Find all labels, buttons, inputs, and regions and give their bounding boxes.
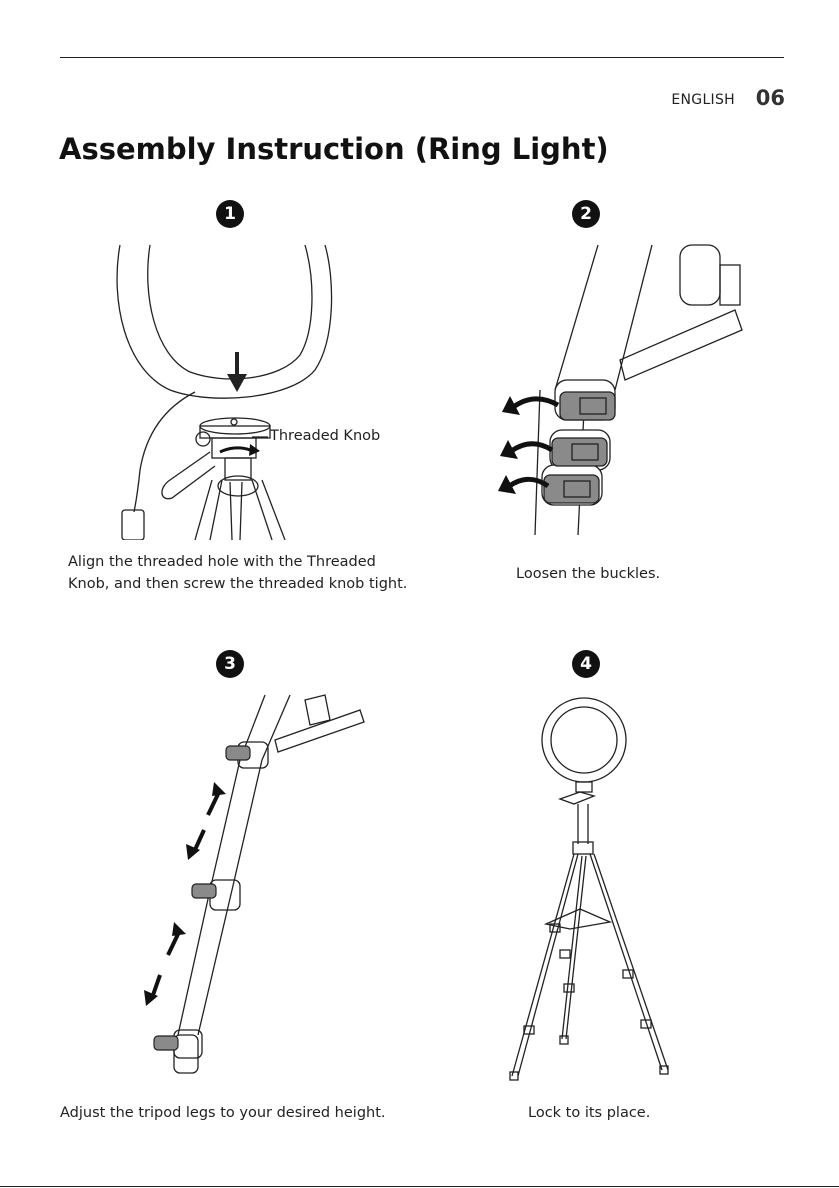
step-3-caption: Adjust the tripod legs to your desired h… bbox=[60, 1102, 386, 1124]
step-2-illustration bbox=[480, 240, 770, 540]
header-rule bbox=[60, 57, 784, 58]
language-label: ENGLISH bbox=[671, 92, 735, 108]
footer-rule bbox=[0, 1186, 839, 1187]
step-1-badge: 1 bbox=[216, 200, 244, 228]
step-4-illustration bbox=[490, 684, 690, 1084]
threaded-knob-callout: Threaded Knob bbox=[270, 428, 380, 444]
step-4-caption: Lock to its place. bbox=[528, 1102, 650, 1124]
page-number: 06 bbox=[756, 86, 785, 110]
page-title: Assembly Instruction (Ring Light) bbox=[59, 132, 609, 166]
step-4-badge: 4 bbox=[572, 650, 600, 678]
step-3-illustration bbox=[140, 690, 380, 1080]
step-1-illustration bbox=[100, 240, 400, 540]
step-3-badge: 3 bbox=[216, 650, 244, 678]
step-2-caption: Loosen the buckles. bbox=[516, 563, 660, 585]
step-1-caption: Align the threaded hole with the Threade… bbox=[68, 551, 428, 595]
step-2-badge: 2 bbox=[572, 200, 600, 228]
